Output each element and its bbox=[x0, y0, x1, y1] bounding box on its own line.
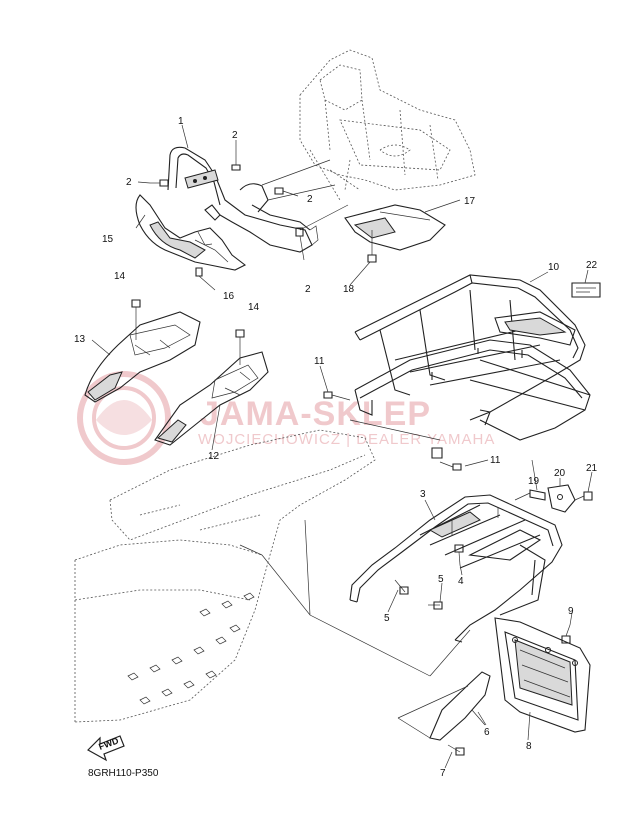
screw-5-group bbox=[394, 579, 443, 610]
bolt-2-group bbox=[150, 152, 305, 261]
screw-14b bbox=[235, 329, 245, 365]
callout-6: 6 bbox=[484, 727, 490, 738]
callout-2b: 2 bbox=[126, 177, 132, 188]
tunnel-rivets bbox=[127, 592, 255, 705]
callout-7: 7 bbox=[440, 768, 446, 779]
watermark-main: JAMA-SKLEP bbox=[200, 395, 431, 433]
callout-4: 4 bbox=[458, 576, 464, 587]
bolt-21 bbox=[574, 491, 593, 501]
tunnel-body bbox=[74, 429, 376, 723]
frame-assembly bbox=[299, 49, 476, 201]
callout-2c: 2 bbox=[307, 194, 313, 205]
callout-14a: 14 bbox=[114, 271, 126, 282]
callout-5a: 5 bbox=[384, 613, 390, 624]
callout-11a: 11 bbox=[314, 356, 325, 367]
part-10-cargo-rack bbox=[354, 274, 591, 441]
screw-16 bbox=[195, 267, 216, 291]
callout-3: 3 bbox=[420, 489, 426, 500]
callout-22: 22 bbox=[586, 260, 598, 271]
part-20-bracket bbox=[547, 484, 576, 513]
bolt-4 bbox=[454, 544, 464, 566]
part-1-grab-bar bbox=[167, 146, 319, 253]
callout-21: 21 bbox=[586, 463, 598, 474]
callout-13: 13 bbox=[74, 334, 86, 345]
watermark: JAMA-SKLEP WOJCIECHOWICZ | DEALER YAMAHA bbox=[77, 371, 495, 465]
watermark-logo bbox=[77, 371, 171, 465]
callouts: 1 2 2 2 2 3 4 5 5 6 7 8 9 10 11 11 12 13… bbox=[74, 116, 598, 779]
screw-7 bbox=[447, 744, 465, 756]
part-19-plate bbox=[529, 489, 546, 501]
callout-8: 8 bbox=[526, 741, 532, 752]
part-8-snow-flap bbox=[494, 617, 591, 733]
part-17-guard bbox=[344, 204, 446, 251]
callout-19: 19 bbox=[528, 476, 540, 487]
screw-14a bbox=[131, 299, 141, 340]
part-22-label bbox=[571, 282, 601, 298]
callout-12: 12 bbox=[208, 451, 220, 462]
callout-2a: 2 bbox=[232, 130, 238, 141]
callout-10: 10 bbox=[548, 262, 560, 273]
part-13-side-cover bbox=[84, 311, 201, 403]
part-3-rear-bumper bbox=[349, 494, 563, 643]
callout-18: 18 bbox=[343, 284, 355, 295]
part-15-cover bbox=[135, 194, 247, 271]
callout-20: 20 bbox=[554, 468, 566, 479]
callout-5b: 5 bbox=[438, 574, 444, 585]
screw-18 bbox=[367, 230, 377, 263]
callout-17: 17 bbox=[464, 196, 476, 207]
callout-16: 16 bbox=[223, 291, 235, 302]
figure-code: 8GRH110-P350 bbox=[88, 768, 159, 779]
callout-11b: 11 bbox=[490, 455, 501, 466]
leader-lines bbox=[91, 124, 593, 769]
fwd-arrow: FWD bbox=[87, 735, 125, 762]
bolt-11-group bbox=[323, 391, 462, 471]
callout-1: 1 bbox=[178, 116, 184, 127]
callout-14b: 14 bbox=[248, 302, 260, 313]
screw-9 bbox=[561, 624, 571, 644]
part-6-panel bbox=[397, 671, 491, 741]
callout-15: 15 bbox=[102, 234, 114, 245]
part-12-side-cover bbox=[154, 351, 269, 446]
callout-9: 9 bbox=[568, 606, 574, 617]
callout-2d: 2 bbox=[305, 284, 311, 295]
watermark-sub: WOJCIECHOWICZ | DEALER YAMAHA bbox=[198, 431, 495, 448]
